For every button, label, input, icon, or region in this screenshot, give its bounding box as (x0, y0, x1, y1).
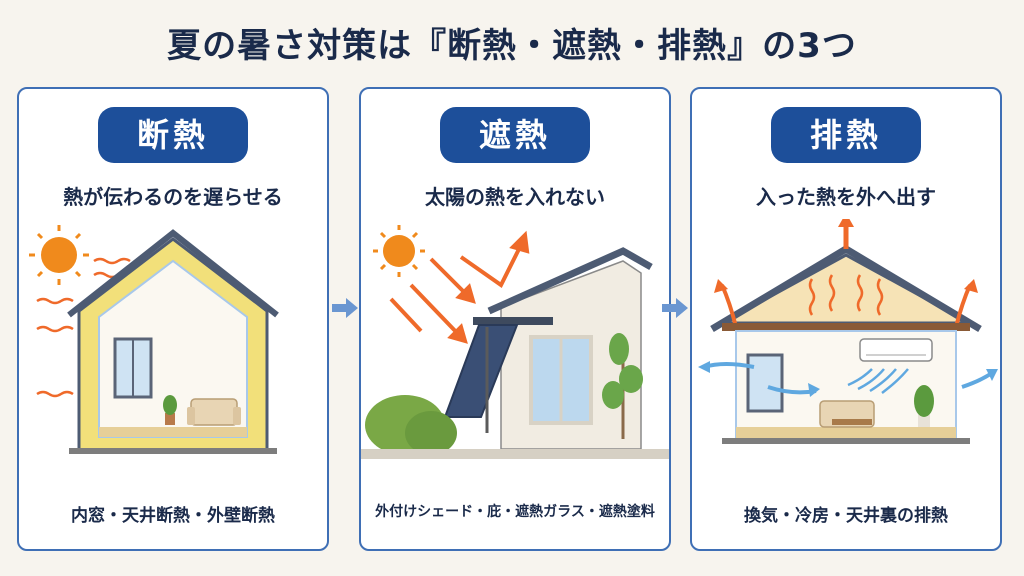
panel-subtitle: 入った熱を外へ出す (756, 185, 936, 209)
panel-footer: 内窓・天井断熱・外壁断熱 (71, 506, 275, 526)
air-conditioner-icon (859, 338, 933, 362)
shade-icon (443, 317, 553, 433)
panel-badge: 排熱 (771, 107, 921, 163)
panel-heat-exhaust: 排熱 入った熱を外へ出す (690, 87, 1002, 551)
window-icon (113, 337, 153, 399)
panel-subtitle: 熱が伝わるのを遅らせる (63, 185, 283, 209)
ventilated-house-illustration (698, 219, 998, 444)
page-title: 夏の暑さ対策は『断熱・遮熱・排熱』の3つ (167, 26, 857, 66)
arrow-right-icon (332, 298, 358, 318)
plant-icon (914, 385, 934, 427)
panel-heat-shield: 遮熱 太陽の熱を入れない (359, 87, 671, 551)
tree-icon (602, 333, 643, 439)
insulated-house-illustration (29, 225, 279, 454)
sun-icon (373, 225, 425, 277)
panel-badge: 断熱 (98, 107, 248, 163)
panel-badge: 遮熱 (440, 107, 590, 163)
sofa-icon (819, 400, 875, 428)
panel-footer: 外付けシェード・庇・遮熱ガラス・遮熱塗料 (375, 504, 655, 520)
panel-insulation: 断熱 熱が伝わるのを遅らせる (17, 87, 329, 551)
ventilation-arrow-icon (838, 219, 854, 249)
shaded-house-illustration (361, 225, 669, 459)
panel-subtitle: 太陽の熱を入れない (425, 185, 605, 209)
sun-ray-arrow-icon (389, 257, 476, 344)
reflect-arrow-icon (459, 230, 530, 288)
panel-footer: 換気・冷房・天井裏の排熱 (744, 506, 948, 526)
bush-icon (365, 395, 457, 455)
plant-icon (163, 395, 177, 425)
arrow-right-icon (662, 298, 688, 318)
sofa-icon (187, 398, 241, 426)
sun-icon (29, 225, 89, 285)
